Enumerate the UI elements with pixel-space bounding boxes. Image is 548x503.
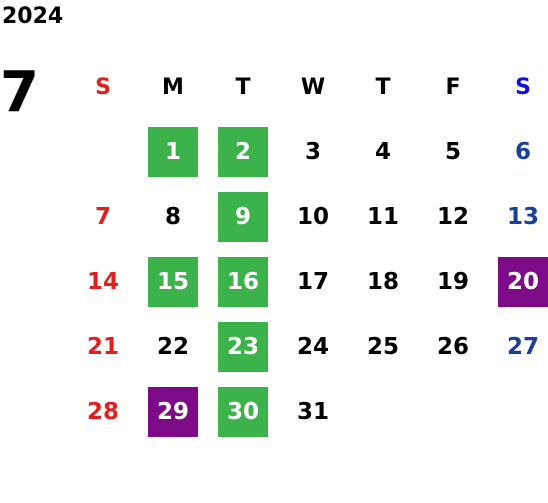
day-cell[interactable]: 16 xyxy=(208,249,278,314)
day-number: 31 xyxy=(296,398,329,425)
day-number-highlight-green: 9 xyxy=(218,191,268,242)
day-cell[interactable]: 27 xyxy=(488,314,548,379)
day-number: 7 xyxy=(94,203,111,230)
day-cell[interactable]: 14 xyxy=(68,249,138,314)
weekday-header: W xyxy=(300,75,326,100)
day-number-highlight-purple: 20 xyxy=(498,256,548,307)
day-cell[interactable]: 21 xyxy=(68,314,138,379)
day-number-highlight-green: 16 xyxy=(218,256,268,307)
day-cell[interactable]: 1 xyxy=(138,119,208,184)
day-number: 17 xyxy=(296,268,329,295)
day-number: 13 xyxy=(506,203,539,230)
day-number: 14 xyxy=(86,268,119,295)
day-cell[interactable]: 31 xyxy=(278,379,348,444)
day-number: 27 xyxy=(506,333,539,360)
day-cell[interactable]: 20 xyxy=(488,249,548,314)
day-cell[interactable]: 19 xyxy=(418,249,488,314)
day-number: 21 xyxy=(86,333,119,360)
day-cell[interactable]: 23 xyxy=(208,314,278,379)
day-number: 3 xyxy=(304,138,321,165)
day-number: 24 xyxy=(296,333,329,360)
day-cell[interactable]: 30 xyxy=(208,379,278,444)
day-cell[interactable]: 6 xyxy=(488,119,548,184)
day-number: 28 xyxy=(86,398,119,425)
day-number: 12 xyxy=(436,203,469,230)
day-number-highlight-green: 30 xyxy=(218,386,268,437)
day-number-highlight-green: 2 xyxy=(218,126,268,177)
day-number: 6 xyxy=(514,138,531,165)
day-cell[interactable]: 25 xyxy=(348,314,418,379)
day-cell[interactable]: 10 xyxy=(278,184,348,249)
day-number: 18 xyxy=(366,268,399,295)
day-cell[interactable]: 29 xyxy=(138,379,208,444)
day-cell[interactable]: 17 xyxy=(278,249,348,314)
day-cell[interactable]: 11 xyxy=(348,184,418,249)
day-cell[interactable]: 9 xyxy=(208,184,278,249)
weekday-header: S xyxy=(95,75,111,100)
day-cell[interactable]: 12 xyxy=(418,184,488,249)
day-number-highlight-green: 15 xyxy=(148,256,198,307)
month-label: 7 xyxy=(0,60,39,125)
day-number-highlight-green: 1 xyxy=(148,126,198,177)
day-number-highlight-purple: 29 xyxy=(148,386,198,437)
day-number: 25 xyxy=(366,333,399,360)
weekday-header: S xyxy=(515,75,531,100)
day-cell[interactable]: 13 xyxy=(488,184,548,249)
day-cell[interactable]: 2 xyxy=(208,119,278,184)
weekday-header: T xyxy=(375,75,391,100)
weekday-header: T xyxy=(235,75,251,100)
day-cell[interactable]: 18 xyxy=(348,249,418,314)
day-cell[interactable]: 4 xyxy=(348,119,418,184)
day-number: 11 xyxy=(366,203,399,230)
day-number: 22 xyxy=(156,333,189,360)
day-number-highlight-green: 23 xyxy=(218,321,268,372)
year-label: 2024 xyxy=(2,4,64,29)
day-cell[interactable]: 3 xyxy=(278,119,348,184)
day-number: 8 xyxy=(164,203,181,230)
day-cell[interactable]: 15 xyxy=(138,249,208,314)
day-cell[interactable]: 5 xyxy=(418,119,488,184)
day-cell[interactable]: 24 xyxy=(278,314,348,379)
day-cell[interactable]: 22 xyxy=(138,314,208,379)
day-number: 4 xyxy=(374,138,391,165)
day-number: 5 xyxy=(444,138,461,165)
day-number: 19 xyxy=(436,268,469,295)
day-cell[interactable]: 8 xyxy=(138,184,208,249)
day-cell[interactable]: 28 xyxy=(68,379,138,444)
weekday-header: M xyxy=(162,75,184,100)
day-cell[interactable]: 26 xyxy=(418,314,488,379)
day-cell[interactable]: 7 xyxy=(68,184,138,249)
day-number: 26 xyxy=(436,333,469,360)
day-number: 10 xyxy=(296,203,329,230)
weekday-header: F xyxy=(445,75,461,100)
